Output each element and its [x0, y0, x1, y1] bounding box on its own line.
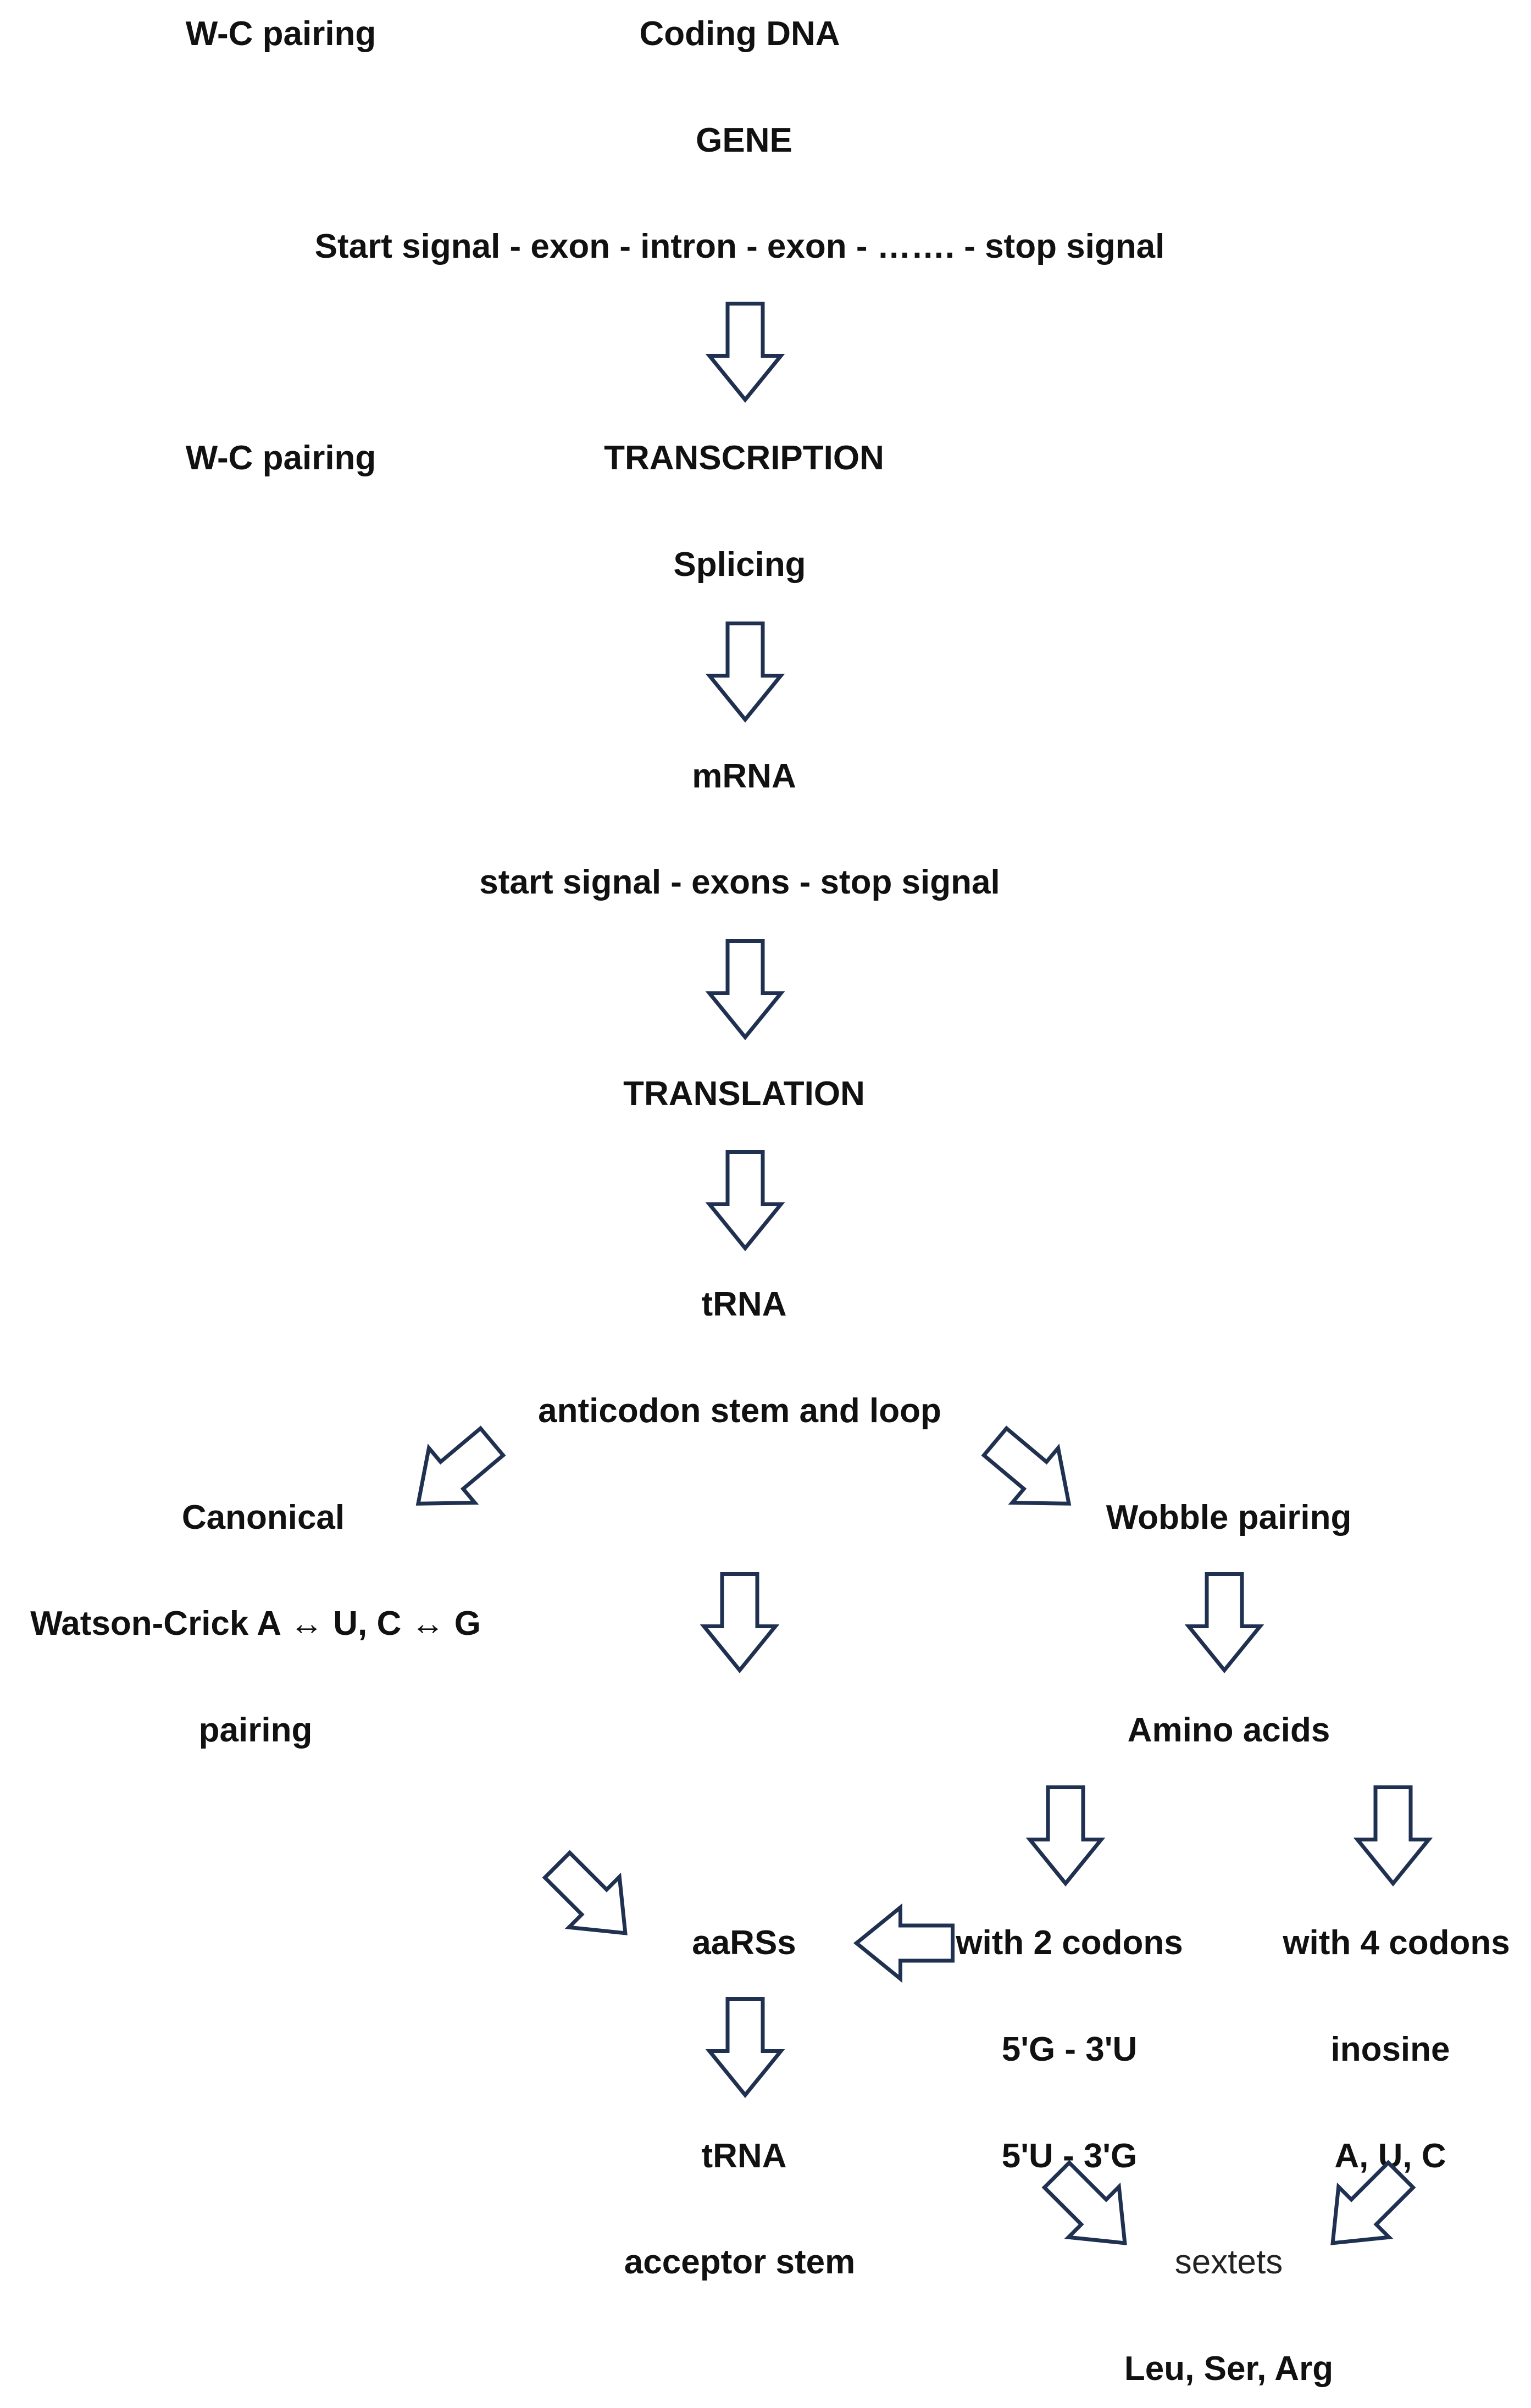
arrow-anticodon-down-icon	[700, 1572, 780, 1674]
arrow-gene-to-transcription-icon	[705, 302, 785, 403]
arrow-to-4-codons-icon	[1353, 1785, 1433, 1887]
arrow-aarss-to-trna-icon	[705, 1997, 785, 2099]
wc-pairing-label-2: W-C pairing	[185, 439, 376, 477]
transcription-label: TRANSCRIPTION	[604, 439, 884, 477]
arrow-mrna-to-translation-icon	[705, 939, 785, 1041]
arrow-translation-to-trna-icon	[705, 1150, 785, 1252]
arrow-wobble-to-amino-acids-icon	[1184, 1572, 1264, 1674]
gene-label: GENE	[696, 121, 792, 159]
arrow-a-u-c-to-sextets-icon	[1330, 2160, 1416, 2245]
leu-ser-arg-label: Leu, Ser, Arg	[1124, 2350, 1334, 2388]
anticodon-label: anticodon stem and loop	[538, 1392, 941, 1430]
aarss-label: aaRSs	[692, 1924, 796, 1962]
arrow-2-codons-to-aarss-icon	[853, 1903, 955, 1983]
translation-label: TRANSLATION	[623, 1075, 865, 1113]
gene-structure-label: Start signal - exon - intron - exon - ………	[314, 228, 1165, 265]
wc-pairing-label-1: W-C pairing	[185, 15, 376, 53]
g-u-wobble-label: 5'G - 3'U	[1001, 2030, 1138, 2068]
arrow-splicing-to-mrna-icon	[705, 622, 785, 723]
mrna-label: mRNA	[692, 757, 796, 795]
arrow-to-wobble-icon	[981, 1425, 1072, 1506]
arrow-to-canonical-icon	[415, 1425, 506, 1506]
acceptor-stem-label: acceptor stem	[624, 2243, 856, 2281]
amino-acids-label: Amino acids	[1127, 1711, 1330, 1749]
wobble-pairing-label: Wobble pairing	[1106, 1499, 1352, 1536]
pairing-label: pairing	[198, 1711, 313, 1749]
arrow-u-g-to-sextets-icon	[1041, 2160, 1127, 2245]
splicing-label: Splicing	[673, 546, 806, 584]
coding-dna-label: Coding DNA	[639, 15, 840, 53]
trna-label-1: tRNA	[701, 1285, 787, 1323]
mrna-structure-label: start signal - exons - stop signal	[479, 863, 1000, 901]
inosine-label: inosine	[1330, 2030, 1450, 2068]
trna-label-2: tRNA	[701, 2137, 787, 2175]
arrow-pairing-to-aarss-icon	[542, 1850, 628, 1935]
canonical-label: Canonical	[181, 1499, 345, 1536]
arrow-to-2-codons-icon	[1025, 1785, 1106, 1887]
sextets-label: sextets	[1174, 2243, 1283, 2281]
with-4-codons-label: with 4 codons	[1283, 1924, 1510, 1962]
watson-crick-label: Watson-Crick A ↔ U, C ↔ G	[30, 1605, 481, 1643]
with-2-codons-label: with 2 codons	[956, 1924, 1183, 1962]
